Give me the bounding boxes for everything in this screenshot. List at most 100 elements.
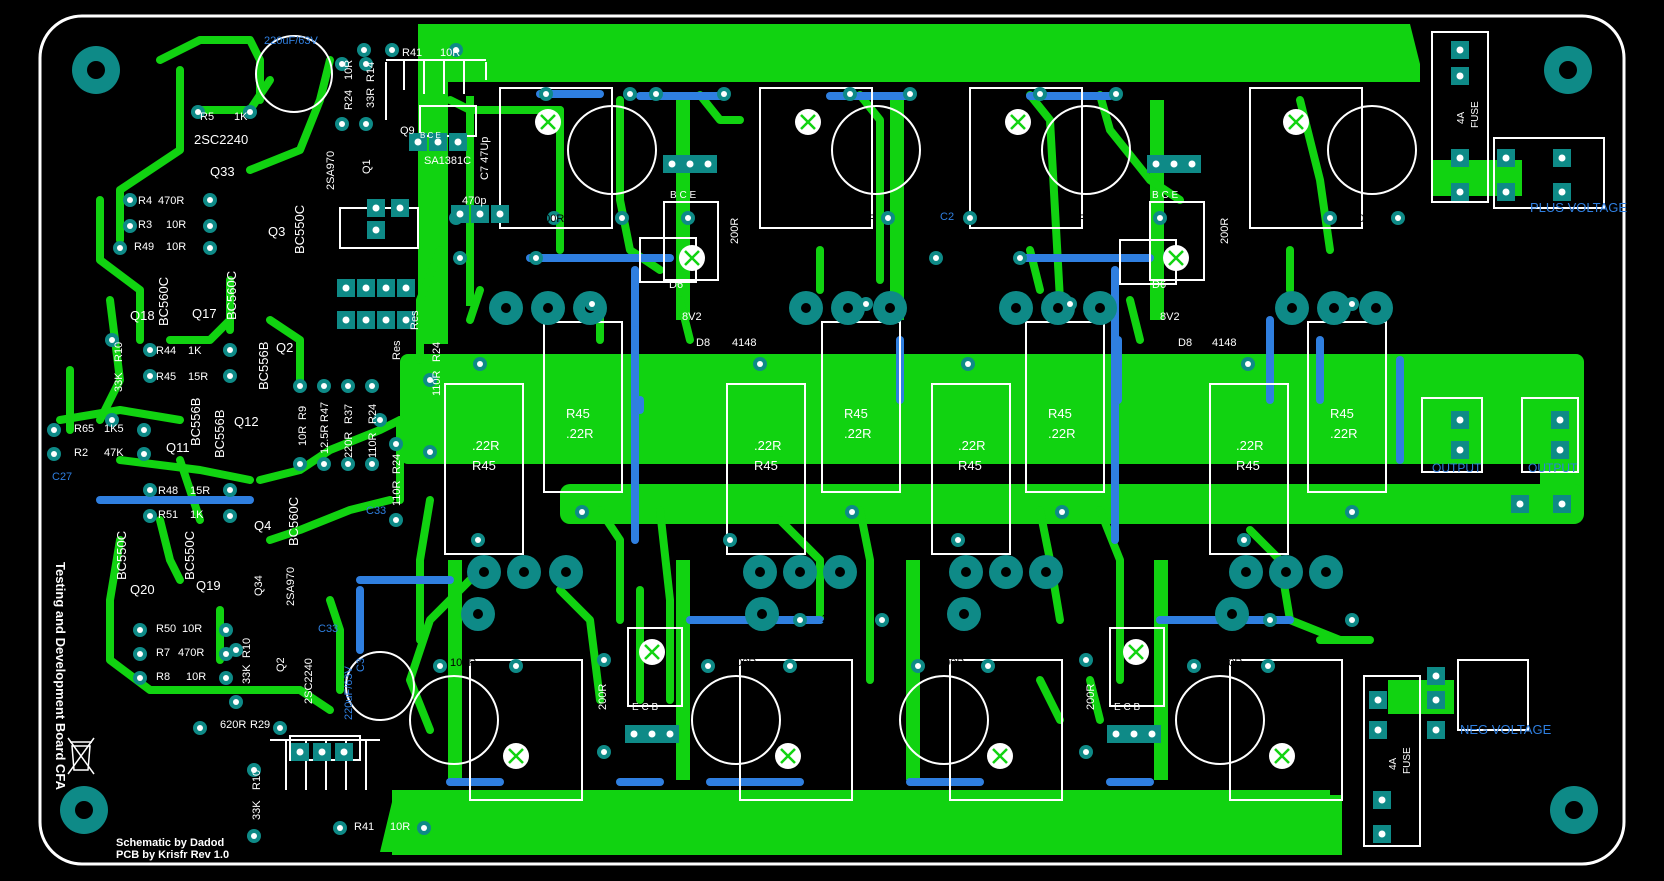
pad-hole bbox=[666, 730, 674, 738]
pad-hole bbox=[627, 91, 633, 97]
pad-hole bbox=[457, 255, 463, 261]
pad-hole bbox=[985, 663, 991, 669]
pad-hole bbox=[473, 609, 483, 619]
label-q3-part: BC550C bbox=[292, 205, 307, 254]
label-c3x: C3 bbox=[355, 658, 367, 672]
pad-hole bbox=[109, 337, 115, 343]
pad-hole bbox=[1558, 188, 1566, 196]
pad-hole bbox=[685, 215, 691, 221]
pad-hole bbox=[1083, 657, 1089, 663]
pad-hole bbox=[141, 427, 147, 433]
mounting-screw-cross bbox=[1010, 114, 1026, 130]
label-r24c-val: 110R bbox=[367, 432, 379, 458]
label-q19-part: BC550C bbox=[182, 531, 197, 580]
mounting-screw-cross bbox=[992, 748, 1008, 764]
pad-hole bbox=[51, 451, 57, 457]
pad-hole bbox=[601, 657, 607, 663]
pad-hole bbox=[453, 47, 459, 53]
mounting-screw-cross bbox=[684, 250, 700, 266]
pad-hole bbox=[414, 138, 422, 146]
label-r8-val: 10R bbox=[186, 671, 206, 683]
label-re5: .22R bbox=[958, 438, 985, 453]
pad-hole bbox=[601, 749, 607, 755]
pad-hole bbox=[251, 767, 257, 773]
label-r9: R9 bbox=[297, 406, 309, 420]
weee-recycle-icon bbox=[67, 737, 95, 775]
pad-hole bbox=[1287, 303, 1297, 313]
pad-hole bbox=[967, 215, 973, 221]
pad-hole bbox=[318, 748, 326, 756]
pad-hole bbox=[51, 427, 57, 433]
pad-hole bbox=[369, 461, 375, 467]
pad-hole bbox=[1349, 509, 1355, 515]
label-q2: Q2 bbox=[276, 340, 293, 355]
label-q34: Q34 bbox=[253, 575, 265, 596]
label-fuse-bot: FUSE bbox=[1402, 747, 1413, 774]
pad-hole bbox=[1241, 537, 1247, 543]
mounting-hole-tr bbox=[1544, 46, 1592, 94]
label-r24c: R24 bbox=[367, 404, 379, 424]
label-r200-a: 200R bbox=[478, 253, 504, 265]
pad-hole bbox=[197, 725, 203, 731]
pad-hole bbox=[1558, 154, 1566, 162]
pad-hole bbox=[362, 316, 370, 324]
label-q1-part: 2SA970 bbox=[325, 151, 337, 190]
label-q18: Q18 bbox=[130, 308, 155, 323]
label-q33: Q33 bbox=[210, 164, 235, 179]
pad-hole bbox=[1456, 46, 1464, 54]
pad-hole bbox=[1349, 301, 1355, 307]
pad-hole bbox=[847, 91, 853, 97]
pad-hole bbox=[1558, 500, 1566, 508]
pad-hole bbox=[705, 663, 711, 669]
label-r200-e: 200R bbox=[822, 613, 848, 625]
pad-hole bbox=[479, 567, 489, 577]
copper-traces bbox=[56, 36, 1374, 734]
pad-hole bbox=[277, 725, 283, 731]
pad-hole bbox=[1556, 416, 1564, 424]
pad-hole bbox=[1378, 796, 1386, 804]
label-r41-bot-val: 10R bbox=[390, 821, 410, 833]
label-r10c-val: 33K bbox=[251, 800, 263, 820]
pad-hole bbox=[454, 138, 462, 146]
pad-hole bbox=[296, 748, 304, 756]
pad-hole bbox=[147, 487, 153, 493]
mounting-screw-cross bbox=[540, 114, 556, 130]
pad-hole bbox=[1059, 509, 1065, 515]
label-r65-val: 1K5 bbox=[104, 423, 124, 435]
pad-hole bbox=[247, 109, 253, 115]
pad-hole bbox=[579, 509, 585, 515]
pad-hole bbox=[1011, 303, 1021, 313]
label-r2: R2 bbox=[74, 447, 88, 459]
pad-hole bbox=[961, 567, 971, 577]
label-r48-val: 15R bbox=[190, 485, 210, 497]
label-r3-val: 10R bbox=[166, 219, 186, 231]
pad-hole bbox=[475, 537, 481, 543]
label-q17-part: BC560C bbox=[224, 271, 239, 320]
mounting-screw-cross bbox=[508, 748, 524, 764]
label-r49-val: 10R bbox=[166, 241, 186, 253]
pad-hole bbox=[1245, 361, 1251, 367]
pad-hole bbox=[1265, 663, 1271, 669]
pad-hole bbox=[233, 647, 239, 653]
label-r24b: R24 bbox=[431, 342, 443, 362]
pad-hole bbox=[227, 513, 233, 519]
label-r200-b: 200R bbox=[960, 253, 986, 265]
label-res2: Res bbox=[409, 310, 421, 330]
label-c7: C7 47Up bbox=[479, 137, 491, 180]
label-re2: .22R bbox=[566, 426, 593, 441]
silk-labels: 220uF/63V R41 10R R24 10R R14 33R Q9 B C… bbox=[52, 35, 1627, 861]
label-q1: Q1 bbox=[361, 159, 373, 174]
pad-hole bbox=[382, 284, 390, 292]
pad-hole bbox=[1395, 215, 1401, 221]
label-q12: Q12 bbox=[234, 414, 259, 429]
pad-hole bbox=[1053, 303, 1063, 313]
label-r37: R37 bbox=[343, 404, 355, 424]
label-r51: R51 bbox=[158, 509, 178, 521]
pad-hole bbox=[207, 245, 213, 251]
pad-hole bbox=[402, 284, 410, 292]
pad-hole bbox=[1432, 672, 1440, 680]
pad-hole bbox=[342, 316, 350, 324]
pad-hole bbox=[797, 617, 803, 623]
